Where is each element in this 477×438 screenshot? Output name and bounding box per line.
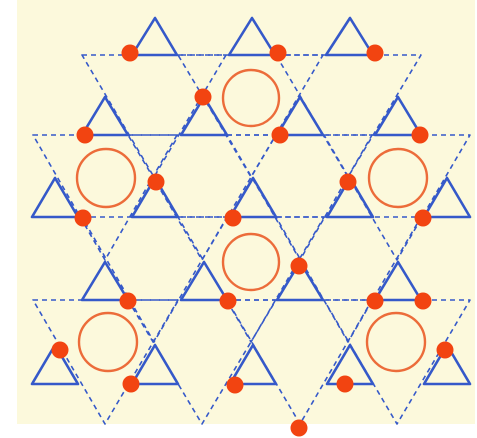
site-dot — [122, 375, 140, 393]
solid-triangles-layer — [30, 16, 472, 386]
up-triangle-solid — [80, 260, 130, 302]
ring — [77, 311, 139, 373]
site-dot — [411, 126, 429, 144]
site-dot — [51, 341, 69, 359]
site-dot — [224, 209, 242, 227]
up-triangle-solid — [130, 16, 179, 57]
site-dot — [194, 88, 212, 106]
up-triangle-solid — [275, 260, 325, 302]
rings-layer — [75, 68, 429, 373]
ring — [365, 311, 427, 373]
up-triangle-solid — [179, 95, 229, 137]
site-dot — [121, 44, 139, 62]
up-triangle-solid — [130, 343, 180, 386]
site-dot — [436, 341, 454, 359]
ring — [221, 68, 281, 128]
site-dot — [269, 44, 287, 62]
site-dot — [74, 209, 92, 227]
up-triangle-solid — [228, 343, 278, 386]
up-triangle-solid — [324, 16, 375, 57]
up-triangle-solid — [275, 95, 325, 137]
up-triangle-solid — [422, 176, 472, 219]
site-dot — [414, 292, 432, 310]
up-triangle-solid — [30, 343, 80, 386]
site-dot — [366, 292, 384, 310]
ring — [367, 147, 429, 209]
site-dot — [290, 419, 308, 437]
up-triangle-solid — [80, 95, 130, 137]
ring — [75, 147, 137, 209]
site-dot — [76, 126, 94, 144]
up-triangle-solid — [130, 176, 180, 219]
up-triangle-solid — [373, 95, 423, 137]
site-dot — [336, 375, 354, 393]
site-dot — [271, 126, 289, 144]
site-dot — [339, 173, 357, 191]
site-dot — [119, 292, 137, 310]
site-dot — [147, 173, 165, 191]
up-triangle-solid — [179, 260, 229, 302]
site-dot — [414, 209, 432, 227]
site-dot — [226, 376, 244, 394]
up-triangle-solid — [30, 176, 80, 219]
up-triangle-solid — [373, 260, 423, 302]
site-dot — [366, 44, 384, 62]
site-dot — [219, 292, 237, 310]
site-dot — [290, 257, 308, 275]
ring — [221, 232, 281, 292]
sites-layer — [51, 44, 454, 437]
up-triangle-solid — [228, 176, 278, 219]
up-triangle-solid — [422, 343, 472, 386]
up-triangle-solid — [325, 176, 375, 219]
up-triangle-solid — [227, 16, 277, 57]
